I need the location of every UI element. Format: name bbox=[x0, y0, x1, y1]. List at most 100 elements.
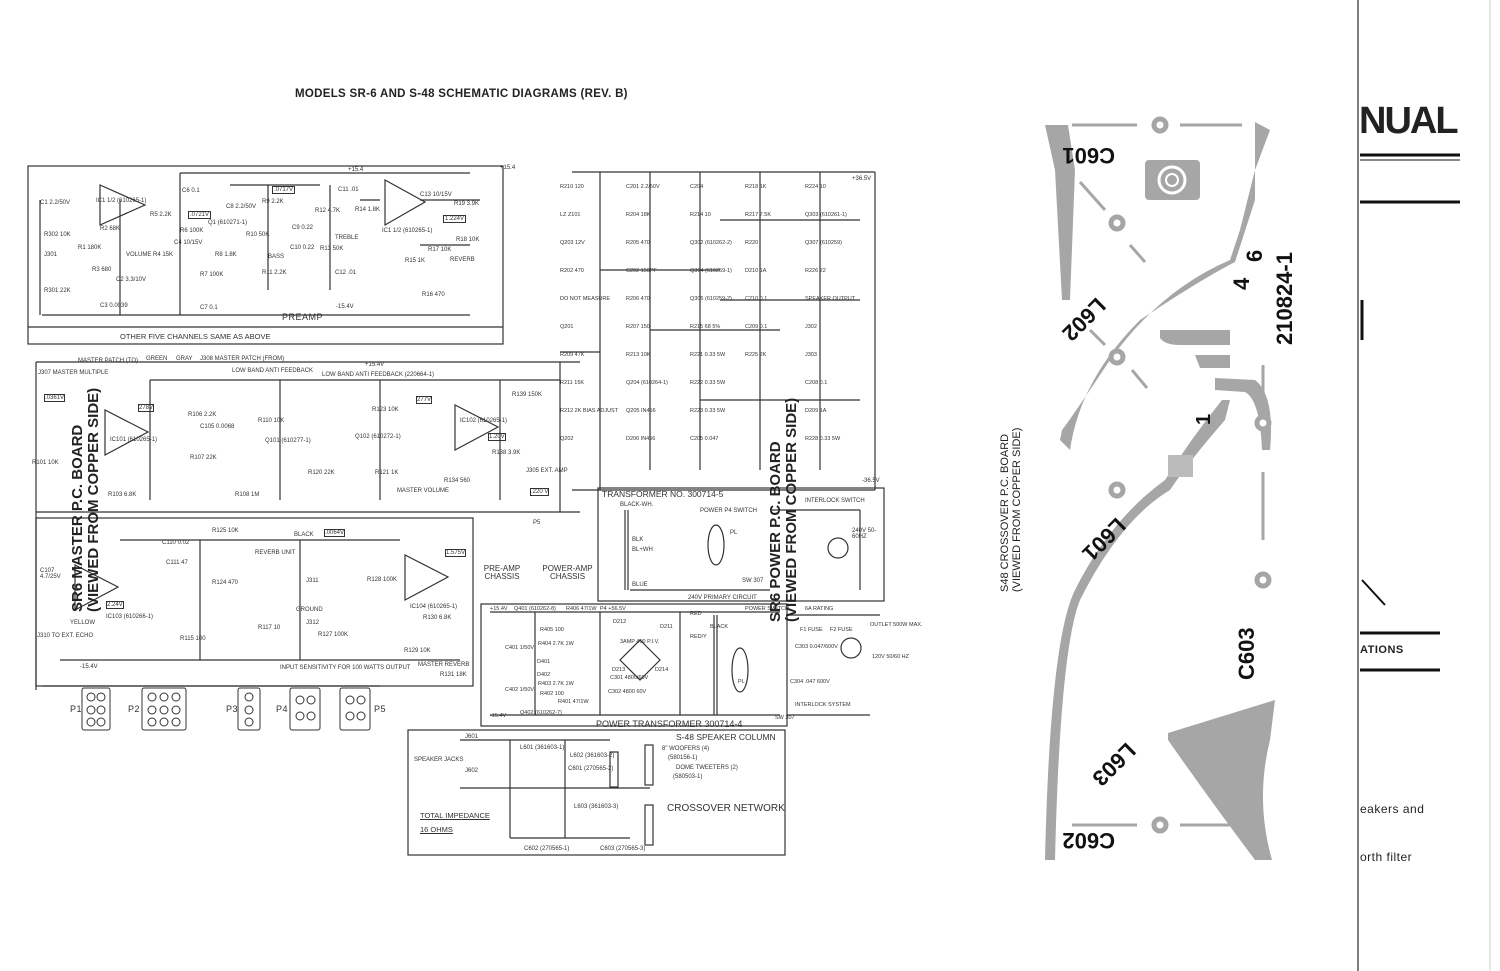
opamp-ic1b bbox=[384, 178, 427, 227]
voltage-label: -36.5V bbox=[862, 478, 880, 484]
component-label: C9 0.22 bbox=[292, 225, 314, 231]
voltage-label: -15.4V bbox=[80, 664, 98, 670]
voltage-label: .220 V bbox=[530, 488, 550, 496]
component-label: IC1 1/2 (610265-1) bbox=[382, 228, 433, 234]
woofers-part: (580156-1) bbox=[668, 755, 698, 761]
master-board-title: SR6 MASTER P.C. BOARD bbox=[69, 424, 86, 612]
component-label: P4 +56.5V bbox=[600, 606, 626, 612]
component-label: R15 1K bbox=[405, 258, 426, 264]
next-page-text: eakers and bbox=[1360, 802, 1425, 816]
component-label: REVERB UNIT bbox=[255, 550, 296, 556]
component-label: R127 100K bbox=[318, 632, 349, 638]
component-label: R131 18K bbox=[440, 672, 467, 678]
component-label: R14 1.8K bbox=[355, 207, 381, 213]
component-label: R226 22 bbox=[805, 268, 826, 274]
component-label: R301 22K bbox=[44, 288, 71, 294]
component-label: R10 50K bbox=[246, 232, 270, 238]
component-label: R6 100K bbox=[180, 228, 204, 234]
component-label: F2 FUSE bbox=[830, 627, 853, 633]
next-page-text: orth filter bbox=[1360, 850, 1413, 864]
voltage-label: +15.4 bbox=[348, 167, 364, 173]
component-label: Q305 (610259-2) bbox=[690, 296, 732, 302]
component-label: IC102 (610265-1) bbox=[460, 418, 508, 424]
component-label: R402 100 bbox=[540, 691, 564, 697]
pcb-e-marking bbox=[1168, 455, 1193, 477]
component-label: D213 bbox=[612, 667, 626, 673]
tweeters-part: (580503-1) bbox=[673, 774, 703, 780]
part-label: C601 (270565-2) bbox=[568, 766, 614, 772]
component-label: TREBLE bbox=[335, 235, 359, 241]
component-label: GROUND bbox=[296, 607, 323, 613]
crossover-pcb-traces bbox=[1045, 122, 1275, 860]
component-label: J311 bbox=[306, 578, 319, 584]
component-label: J308 MASTER PATCH (FROM) bbox=[200, 356, 285, 362]
component-label: R123 10K bbox=[372, 407, 399, 413]
component-label: D210 1A bbox=[745, 268, 767, 274]
crossover-pcb-markings bbox=[1072, 123, 1265, 827]
component-label: C107 4.7/25V bbox=[40, 568, 61, 580]
component-label: C111 47 bbox=[166, 560, 188, 566]
crossover-pcb-subtitle: (VIEWED FROM COPPER SIDE) bbox=[1010, 427, 1023, 592]
next-page-heading: NUAL bbox=[1359, 100, 1459, 142]
power-board-title: SR6 POWER P.C. BOARD bbox=[767, 441, 784, 622]
component-label: Q1 (610271-1) bbox=[208, 220, 248, 226]
component-label: RED/Y bbox=[690, 634, 707, 640]
opamp-ic1a bbox=[99, 184, 147, 226]
component-label: C303 0.047/600V bbox=[795, 644, 838, 650]
component-label: Q402 (610262-7) bbox=[520, 710, 562, 716]
component-label: Q203 12V bbox=[560, 240, 585, 246]
component-label: C304 .047 600V bbox=[790, 679, 830, 685]
component-label: C8 2.2/50V bbox=[226, 204, 257, 210]
component-label: C302 4800 60V bbox=[608, 689, 647, 695]
component-label: R8 1.8K bbox=[215, 252, 237, 258]
component-label: SW 307 bbox=[775, 715, 795, 721]
component-label: R124 470 bbox=[212, 580, 239, 586]
component-label: PL bbox=[738, 679, 745, 685]
component-label: D402 bbox=[537, 672, 551, 678]
component-label: J301 bbox=[44, 252, 58, 258]
power-supply-box bbox=[480, 603, 788, 727]
component-label: C301 4800/60V bbox=[610, 675, 649, 681]
component-label: C208 0.1 bbox=[805, 380, 828, 386]
component-label: J305 EXT. AMP bbox=[526, 468, 568, 474]
component-label: MASTER VOLUME bbox=[397, 488, 450, 494]
component-label: C7 0.1 bbox=[200, 305, 218, 311]
voltage-label: .0064V bbox=[324, 529, 346, 537]
poweramp-chassis-label: POWER-AMP CHASSIS bbox=[542, 564, 593, 581]
component-label: BLACK bbox=[710, 624, 729, 630]
component-label: LZ Z101 bbox=[560, 212, 581, 218]
component-label: C110 0.02 bbox=[162, 540, 190, 546]
part-label: L602 (361603-2) bbox=[570, 753, 615, 759]
component-label: R212 2K BIAS ADJUST bbox=[560, 408, 619, 414]
next-page-rules bbox=[1360, 153, 1460, 672]
component-label: R16 470 bbox=[422, 292, 445, 298]
component-label: LOW BAND ANTI FEEDBACK (220664-1) bbox=[322, 372, 435, 378]
pcb-label-l602: L602 bbox=[1057, 293, 1110, 346]
voltage-label: .0361V bbox=[44, 394, 66, 402]
component-label: D214 bbox=[655, 667, 669, 673]
connector-label-p2: P2 bbox=[128, 704, 141, 714]
component-label: Q304 (610259-1) bbox=[690, 268, 732, 274]
jack-label: J601 bbox=[465, 734, 479, 740]
wire-label: BLACK-WH. bbox=[620, 502, 654, 508]
component-label: BASS bbox=[268, 254, 285, 260]
pcb-label-l603: L603 bbox=[1087, 738, 1140, 791]
transformer-primary-footer: 240V PRIMARY CIRCUIT bbox=[688, 595, 757, 601]
component-label: C13 10/15V bbox=[420, 192, 452, 198]
part-label: C603 (270565-3) bbox=[600, 846, 646, 852]
next-page-section: ATIONS bbox=[1360, 644, 1404, 656]
master-board-label: SR6 MASTER P.C. BOARD (VIEWED FROM COPPE… bbox=[69, 388, 102, 612]
connector-plugs bbox=[81, 687, 371, 731]
crossover-network-label: CROSSOVER NETWORK bbox=[667, 803, 785, 814]
component-label: J312 bbox=[306, 620, 320, 626]
component-label: J307 MASTER MULTIPLE bbox=[38, 370, 109, 376]
wire-label: BLUE bbox=[632, 582, 648, 588]
switch-label: INTERLOCK SWITCH bbox=[805, 498, 865, 504]
component-label: R2 68K bbox=[100, 226, 121, 232]
component-label: R128 100K bbox=[367, 577, 398, 583]
power-transformer-title: POWER TRANSFORMER 300714-4 bbox=[596, 719, 743, 729]
jack-label: J602 bbox=[465, 768, 479, 774]
other-channels-note: OTHER FIVE CHANNELS SAME AS ABOVE bbox=[120, 332, 271, 341]
component-label: R406 47/1W bbox=[566, 606, 597, 612]
component-label: R215 68 5% bbox=[690, 324, 721, 330]
